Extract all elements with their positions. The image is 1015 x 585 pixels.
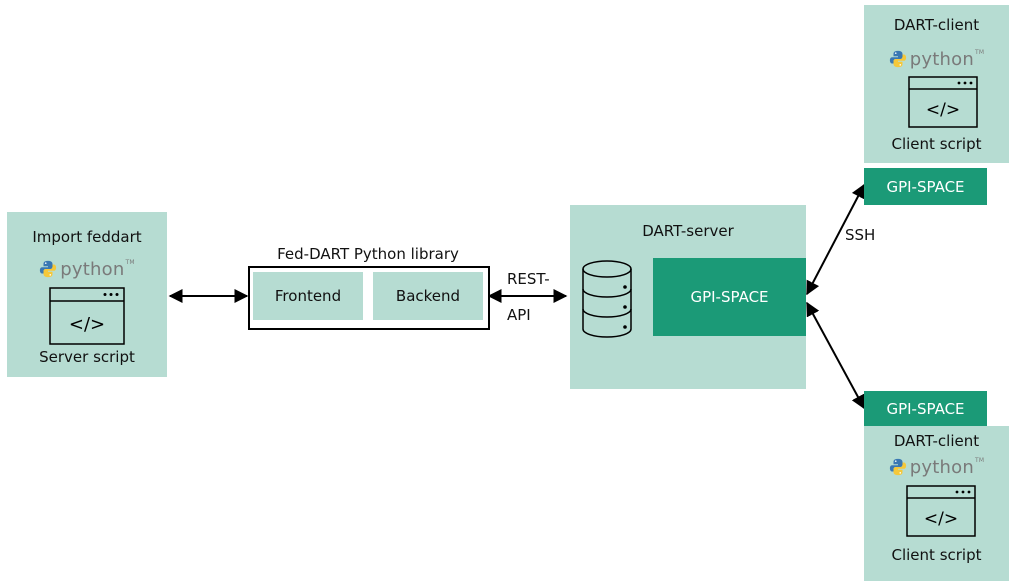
rest-label: REST- <box>507 270 550 288</box>
backend-block: Backend <box>373 272 483 320</box>
python-wordmark: pythonTM <box>909 48 985 70</box>
server-script-caption: Server script <box>39 348 135 366</box>
server-gpi-space: GPI-SPACE <box>653 258 806 336</box>
client-node-bottom <box>864 426 1009 581</box>
database-icon <box>582 260 632 338</box>
python-logo-top: pythonTM <box>864 48 1009 70</box>
python-snake-icon <box>889 50 906 68</box>
client-node-top <box>864 5 1009 163</box>
frontend-block: Frontend <box>253 272 363 320</box>
code-brackets: </> <box>924 509 958 529</box>
client-gpi-space-bottom: GPI-SPACE <box>864 391 987 426</box>
ssh-arrow-bottom <box>806 301 865 410</box>
frontend-label: Frontend <box>274 287 342 305</box>
code-brackets: </> <box>926 100 960 120</box>
code-window-icon: </> <box>906 485 976 537</box>
code-brackets: </> <box>69 314 105 335</box>
python-logo: pythonTM <box>7 258 167 280</box>
client-gpi-space-top: GPI-SPACE <box>864 168 987 205</box>
import-feddart-title: Import feddart <box>32 228 142 246</box>
api-label: API <box>507 306 531 324</box>
dart-server-title: DART-server <box>642 222 734 240</box>
python-snake-icon <box>40 260 57 278</box>
code-window-icon: </> <box>49 287 125 345</box>
ssh-arrow-top <box>806 183 865 296</box>
server-script-node <box>7 212 167 377</box>
client-title-top: DART-client <box>893 16 980 34</box>
client-title-bottom: DART-client <box>893 432 980 450</box>
client-caption-top: Client script <box>891 135 982 153</box>
python-wordmark: pythonTM <box>909 456 985 478</box>
library-title: Fed-DART Python library <box>277 245 459 263</box>
python-wordmark: pythonTM <box>60 258 135 280</box>
backend-label: Backend <box>395 287 461 305</box>
client-caption-bottom: Client script <box>891 546 982 564</box>
python-snake-icon <box>889 458 906 476</box>
code-window-icon: </> <box>908 76 978 128</box>
ssh-label: SSH <box>845 226 876 244</box>
python-logo-bottom: pythonTM <box>864 456 1009 478</box>
